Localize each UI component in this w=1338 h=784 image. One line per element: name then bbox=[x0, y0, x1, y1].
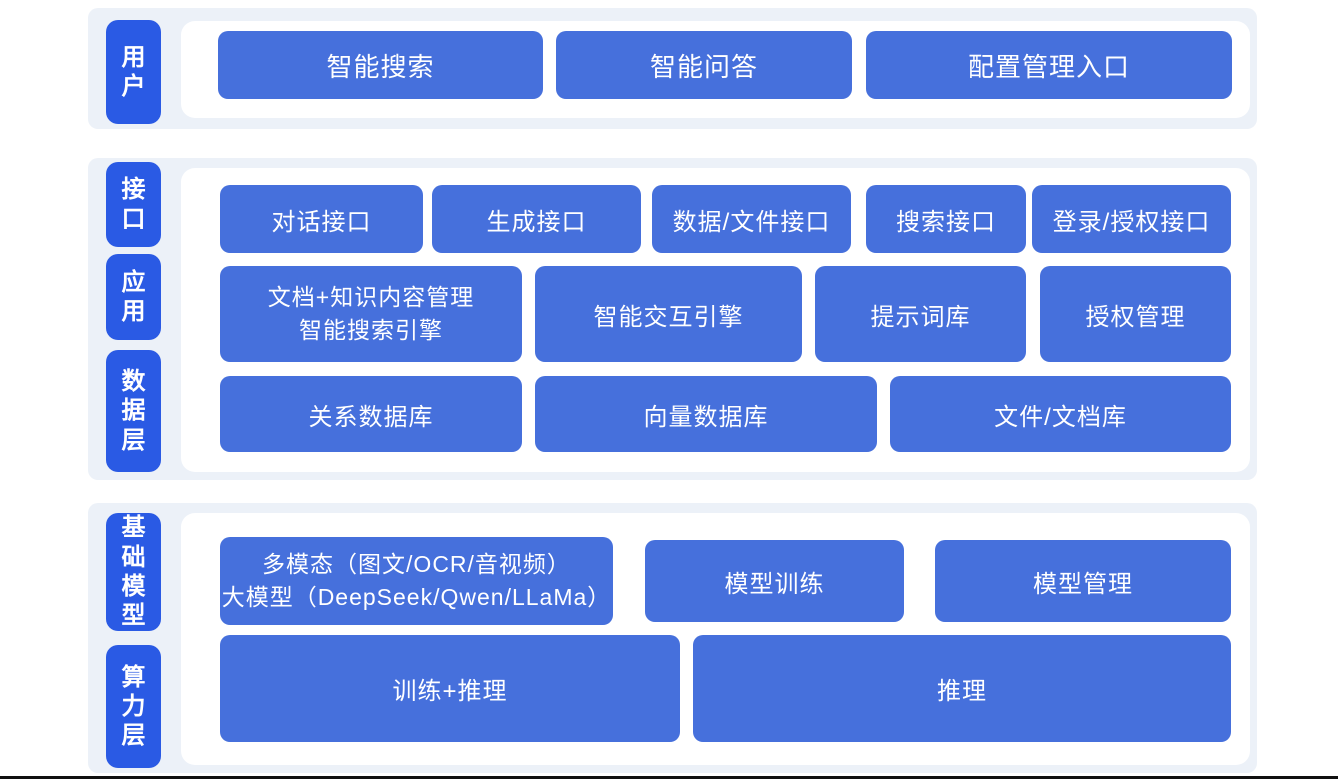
layer-label-foundation-model-text: 基础模型 bbox=[121, 514, 146, 630]
layer-label-foundation-model: 基础模型 bbox=[106, 513, 161, 631]
card-model-training: 模型训练 bbox=[645, 540, 904, 622]
layer-label-application: 应用 bbox=[106, 254, 161, 340]
layer-label-compute: 算力层 bbox=[106, 645, 161, 768]
card-login-auth-api: 登录/授权接口 bbox=[1032, 185, 1231, 253]
card-doc-knowledge-search-engine: 文档+知识内容管理 智能搜索引擎 bbox=[220, 266, 522, 362]
card-data-file-api: 数据/文件接口 bbox=[652, 185, 851, 253]
card-training-plus-inference: 训练+推理 bbox=[220, 635, 680, 742]
card-generate-api: 生成接口 bbox=[432, 185, 641, 253]
card-auth-management: 授权管理 bbox=[1040, 266, 1231, 362]
layer-label-interface: 接口 bbox=[106, 162, 161, 247]
card-dialog-api: 对话接口 bbox=[220, 185, 423, 253]
card-interactive-engine: 智能交互引擎 bbox=[535, 266, 802, 362]
layer-label-data: 数据层 bbox=[106, 350, 161, 472]
card-vector-db: 向量数据库 bbox=[535, 376, 877, 452]
card-smart-search: 智能搜索 bbox=[218, 31, 543, 99]
layer-label-interface-text: 接口 bbox=[121, 176, 146, 233]
card-smart-qa: 智能问答 bbox=[556, 31, 852, 99]
card-multimodal-llm: 多模态（图文/OCR/音视频） 大模型（DeepSeek/Qwen/LLaMa） bbox=[220, 537, 613, 625]
layer-label-data-text: 数据层 bbox=[121, 368, 146, 454]
card-prompt-library: 提示词库 bbox=[815, 266, 1026, 362]
card-config-management-entry: 配置管理入口 bbox=[866, 31, 1232, 99]
layer-label-application-text: 应用 bbox=[121, 268, 146, 325]
layer-label-compute-text: 算力层 bbox=[121, 663, 146, 750]
layer-label-user-text: 用户 bbox=[121, 43, 146, 100]
card-search-api: 搜索接口 bbox=[866, 185, 1026, 253]
layer-label-user: 用户 bbox=[106, 20, 161, 124]
bottom-divider-line bbox=[0, 776, 1338, 779]
card-relational-db: 关系数据库 bbox=[220, 376, 522, 452]
card-inference: 推理 bbox=[693, 635, 1231, 742]
card-model-management: 模型管理 bbox=[935, 540, 1231, 622]
card-file-doc-store: 文件/文档库 bbox=[890, 376, 1231, 452]
